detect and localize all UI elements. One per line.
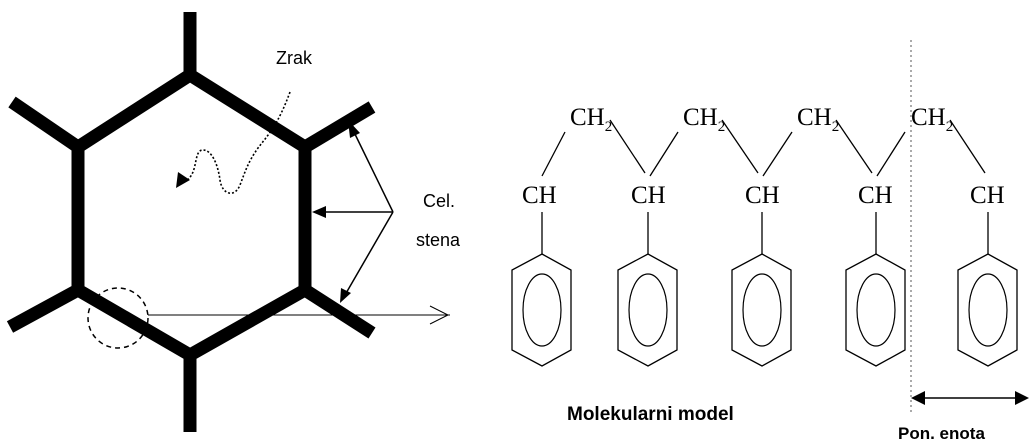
air-wavy-arrow [181, 91, 291, 194]
cell-wall-arrowhead-middle [312, 206, 326, 218]
ch2-group: CH2 [797, 104, 839, 135]
repeat-unit-label: Pon. enota [898, 424, 985, 443]
cell-wall-arrowhead-upper [348, 120, 360, 138]
wall-extension-lower-left [6, 284, 82, 333]
benzene-ring [617, 253, 678, 367]
benzene-ring [845, 253, 906, 367]
hexagon-cell-wall [71, 67, 312, 363]
benzene-ring [957, 253, 1018, 367]
bond [762, 131, 793, 177]
repeat-unit-arrowhead-right [1015, 391, 1029, 405]
ch-group: CH [745, 182, 780, 209]
ch-group: CH [970, 182, 1005, 209]
ch2-group: CH2 [570, 104, 612, 135]
repeat-unit-arrowhead-left [911, 391, 925, 405]
molecular-model-caption: Molekularni model [567, 404, 734, 425]
ch-group: CH [522, 182, 557, 209]
bond [835, 119, 873, 174]
ch2-group: CH2 [911, 104, 953, 135]
zoom-connector-arrowhead [429, 305, 450, 325]
molecular-model: CH2 CH2 CH2 CH2 CH CH CH CH CH [511, 40, 1029, 443]
foam-cell: Zrak Cel. stena [6, 12, 461, 432]
benzene-ring [731, 253, 792, 367]
bond [876, 131, 906, 177]
bond [609, 119, 646, 174]
wall-extension-lower-right [301, 284, 376, 339]
zoom-circle [87, 287, 149, 349]
cell-wall-arrowhead-lower [340, 288, 351, 303]
bond [649, 131, 679, 177]
benzene-ring [511, 253, 572, 367]
cell-wall-label-line1: Cel. [423, 191, 455, 211]
wall-extension-upper-left [8, 96, 82, 153]
bond [721, 119, 759, 174]
ch-group: CH [858, 182, 893, 209]
bond [541, 131, 566, 177]
air-arrow-head [176, 172, 190, 188]
cell-wall-arrow-lower [344, 211, 394, 296]
cell-wall-label-line2: stena [416, 230, 461, 250]
ch-group: CH [631, 182, 666, 209]
bond [949, 119, 986, 174]
cell-wall-arrow-upper [351, 127, 394, 213]
air-label: Zrak [276, 48, 313, 68]
ch2-group: CH2 [683, 104, 725, 135]
wall-extension-upper-right [301, 101, 376, 153]
